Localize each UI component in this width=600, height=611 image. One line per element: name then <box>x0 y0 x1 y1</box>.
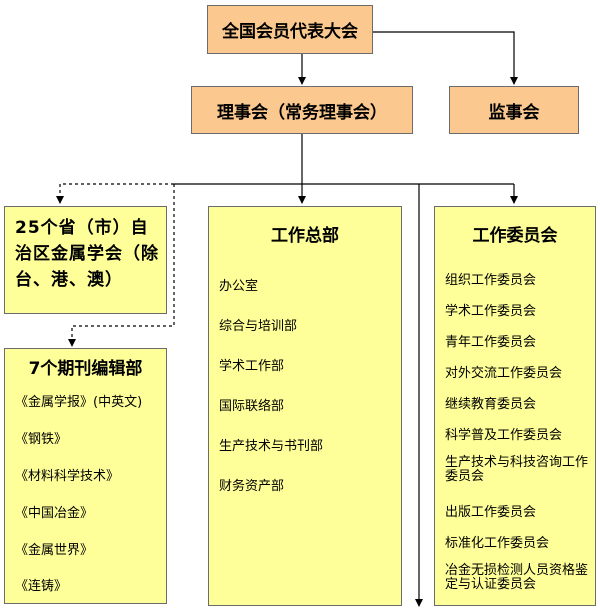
node-provincial-label: 25个省（市）自治区金属学会（除台、港、澳） <box>15 218 159 290</box>
dashed-arrow-to-provincial <box>56 183 174 204</box>
list-item: 《金属学报》(中英文) <box>15 395 143 410</box>
headquarters-title: 工作总部 <box>271 226 339 246</box>
list-item: 财务资产部 <box>219 479 285 494</box>
node-national-congress: 全国会员代表大会 <box>207 5 373 54</box>
list-item: 组织工作委员会 <box>445 273 537 288</box>
list-item: 标准化工作委员会 <box>445 536 550 551</box>
list-item: 冶金无损检测人员资格鉴定与认证委员会 <box>445 563 589 592</box>
list-item: 综合与培训部 <box>219 319 298 334</box>
node-council: 理事会（常务理事会） <box>191 86 413 134</box>
list-item: 国际联络部 <box>219 399 285 414</box>
list-item: 对外交流工作委员会 <box>445 366 563 381</box>
list-item: 青年工作委员会 <box>445 335 537 350</box>
list-item: 《材料科学技术》 <box>15 469 120 484</box>
committees-title: 工作委员会 <box>472 226 558 246</box>
list-item: 学术工作部 <box>219 359 285 374</box>
list-item: 科学普及工作委员会 <box>445 428 563 443</box>
node-supervisory-label: 监事会 <box>488 102 540 123</box>
journals-title: 7个期刊编辑部 <box>28 359 143 379</box>
list-item: 《金属世界》 <box>15 543 94 558</box>
dashed-arrow-to-journals <box>68 184 175 347</box>
list-item: 办公室 <box>219 279 259 294</box>
arrow-congress-to-supervisory <box>373 31 518 85</box>
node-council-label: 理事会（常务理事会） <box>217 102 387 123</box>
list-item: 继续教育委员会 <box>445 397 537 412</box>
list-item: 《中国冶金》 <box>15 506 94 521</box>
node-supervisory-board: 监事会 <box>449 86 579 134</box>
list-item: 学术工作委员会 <box>445 304 537 319</box>
node-working-committees: 工作委员会 组织工作委员会 学术工作委员会 青年工作委员会 对外交流工作委员会 … <box>434 206 596 606</box>
list-item: 出版工作委员会 <box>445 505 537 520</box>
list-item: 生产技术与书刊部 <box>219 439 324 454</box>
list-item: 生产技术与科技咨询工作委员会 <box>445 455 589 484</box>
list-item: 《钢铁》 <box>15 432 68 447</box>
node-headquarters: 工作总部 办公室 综合与培训部 学术工作部 国际联络部 生产技术与书刊部 财务资… <box>208 206 402 606</box>
node-national-congress-label: 全国会员代表大会 <box>222 22 358 42</box>
node-journals: 7个期刊编辑部 《金属学报》(中英文) 《钢铁》 《材料科学技术》 《中国冶金》… <box>4 348 167 604</box>
list-item: 《连铸》 <box>15 579 68 594</box>
node-provincial-societies: 25个省（市）自治区金属学会（除台、港、澳） <box>4 206 167 314</box>
